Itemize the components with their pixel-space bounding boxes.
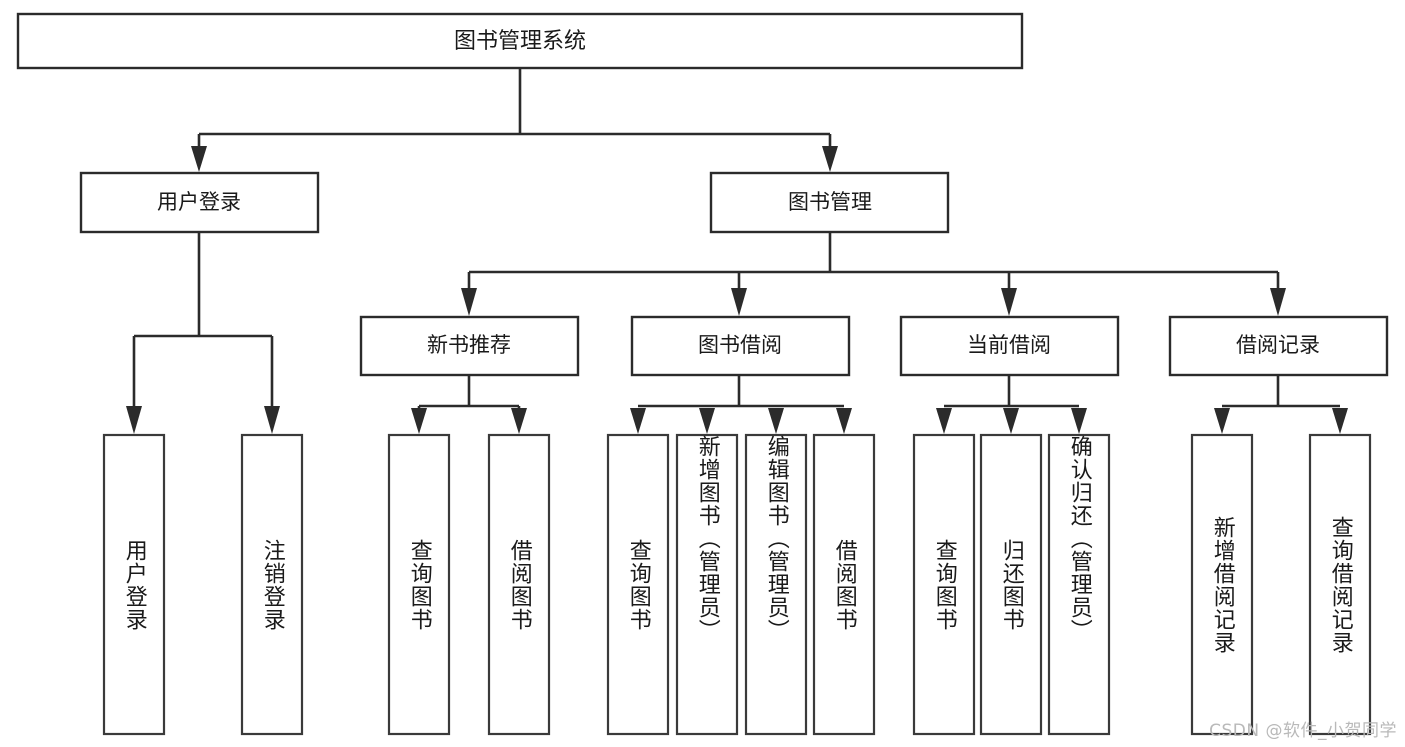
leaf-current-borrow-1-box[interactable]: [979, 433, 1043, 736]
arrow-current-l3: [1071, 408, 1087, 434]
node-root-label: 图书管理系统: [454, 29, 586, 54]
arrow-root-to-user: [191, 146, 207, 172]
arrow-borrow-l3: [768, 408, 784, 434]
node-user-login-label: 用户登录: [157, 190, 241, 214]
leaf-borrow-record-0-box[interactable]: [1190, 433, 1254, 736]
node-layer: 图书管理系统 用户登录 图书管理 新书推荐 图书借阅 当前借阅 借阅记录: [16, 12, 1389, 736]
leaf-book-borrow-0-box[interactable]: [606, 433, 670, 736]
node-current-borrow-label: 当前借阅: [967, 333, 1051, 357]
arrow-recommend-l1: [411, 408, 427, 434]
arrow-borrow-l1: [630, 408, 646, 434]
arrow-recommend-l2: [511, 408, 527, 434]
arrow-user-leaf1: [126, 406, 142, 434]
arrow-record-l2: [1332, 408, 1348, 434]
arrow-borrow-l4: [836, 408, 852, 434]
node-borrow-record-box[interactable]: [1168, 315, 1389, 377]
arrow-current-l1: [936, 408, 952, 434]
leaf-book-borrow-2-box[interactable]: [744, 433, 808, 736]
node-book-borrow-box[interactable]: [630, 315, 851, 377]
leaf-current-borrow-2-box[interactable]: [1047, 433, 1111, 736]
leaf-user-login-0-box[interactable]: [102, 433, 166, 736]
connector-layer: [126, 68, 1348, 434]
node-book-management-label: 图书管理: [788, 190, 872, 214]
arrow-bookmgmt-c4: [1270, 288, 1286, 316]
leaf-borrow-record-1-box[interactable]: [1308, 433, 1372, 736]
arrow-bookmgmt-c2: [731, 288, 747, 316]
watermark-text: CSDN @软件_小贺同学: [1209, 721, 1397, 741]
arrow-borrow-l2: [699, 408, 715, 434]
leaf-new-book-recommend-0-box[interactable]: [387, 433, 451, 736]
leaf-user-login-1-box[interactable]: [240, 433, 304, 736]
leaf-book-borrow-3-box[interactable]: [812, 433, 876, 736]
node-book-management-box[interactable]: [709, 171, 950, 234]
leaf-current-borrow-0-box[interactable]: [912, 433, 976, 736]
node-book-borrow-label: 图书借阅: [698, 333, 782, 357]
node-user-login-box[interactable]: [79, 171, 320, 234]
arrow-bookmgmt-c1: [461, 288, 477, 316]
arrow-user-leaf2: [264, 406, 280, 434]
node-current-borrow-box[interactable]: [899, 315, 1120, 377]
arrow-record-l1: [1214, 408, 1230, 434]
node-root-box[interactable]: [16, 12, 1024, 70]
arrow-current-l2: [1003, 408, 1019, 434]
arrow-bookmgmt-c3: [1001, 288, 1017, 316]
node-new-book-recommend-label: 新书推荐: [427, 333, 511, 357]
leaf-book-borrow-1-box[interactable]: [675, 433, 739, 736]
leaf-new-book-recommend-1-box[interactable]: [487, 433, 551, 736]
arrow-root-to-bookmgmt: [822, 146, 838, 172]
node-new-book-recommend-box[interactable]: [359, 315, 580, 377]
node-borrow-record-label: 借阅记录: [1236, 333, 1320, 357]
